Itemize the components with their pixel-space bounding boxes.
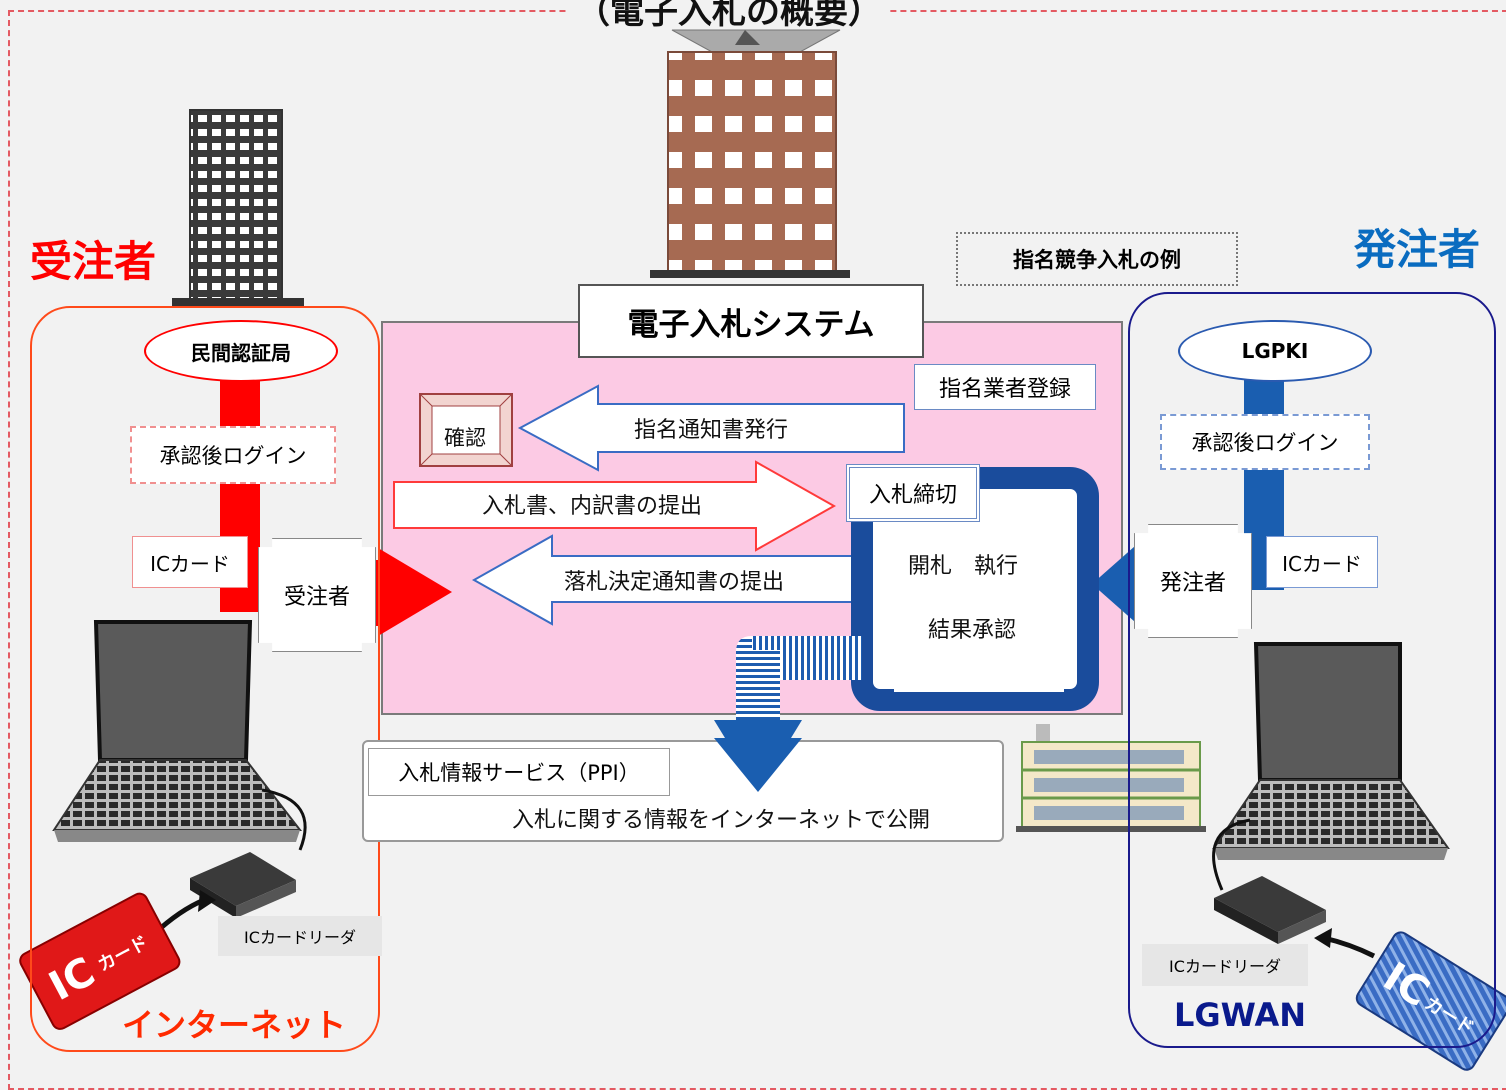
client-laptop [1212,642,1450,891]
notice-issue-arrow [517,384,905,472]
client-ic-card-label: ICカード [1266,536,1378,588]
system-name: 電子入札システム [578,284,924,358]
contractor-building [172,109,304,306]
client-login: 承認後ログイン [1160,414,1370,470]
contractor-role: 受注者 [258,538,376,652]
contractor-ic-card: IC カード [19,892,181,1030]
award-notice: 落札決定通知書の提出 [564,570,785,595]
contractor-card-reader [190,852,296,918]
confirm: 確認 [444,426,486,450]
system-example: 指名競争入札の例 [956,232,1238,286]
contractor-card-reader-label: ICカードリーダ [218,916,382,956]
contractor-ic-card-label: ICカード [132,536,248,588]
notice-issue: 指名通知書発行 [634,418,789,443]
award-notice-arrow [471,534,859,626]
client-building [1016,724,1206,832]
client-card-reader [1214,876,1326,944]
deadline: 入札締切 [846,464,980,522]
result-approval: 結果承認 [928,618,1017,643]
contractor-login: 承認後ログイン [130,426,336,484]
contractor-ca: 民間認証局 [144,320,338,382]
contractor-network-frame [30,306,380,1052]
client-ca: LGPKI [1178,320,1372,382]
confirm-box-frame [419,393,513,467]
contractor-network: インターネット [122,1006,347,1044]
ppi-arrow-tip [714,738,802,792]
client-role: 発注者 [1134,524,1252,638]
client-network-frame [1128,292,1496,1048]
submit-bid: 入札書、内訳書の提出 [482,494,703,519]
system-tower [650,29,850,278]
page-title: （電子入札の概要） [568,0,890,33]
open-execute: 開札 執行 [908,554,1019,579]
contractor-heading: 受注者 [30,237,157,286]
contractor-laptop [52,620,307,851]
client-heading: 発注者 [1354,225,1481,274]
client-network: LGWAN [1174,996,1307,1034]
ppi-description: 入札に関する情報をインターネットで公開 [512,808,931,833]
submit-bid-arrow [393,460,837,552]
client-card-reader-label: ICカードリーダ [1142,944,1308,986]
registration: 指名業者登録 [914,364,1096,410]
ppi-name: 入札情報サービス（PPI） [368,748,670,796]
